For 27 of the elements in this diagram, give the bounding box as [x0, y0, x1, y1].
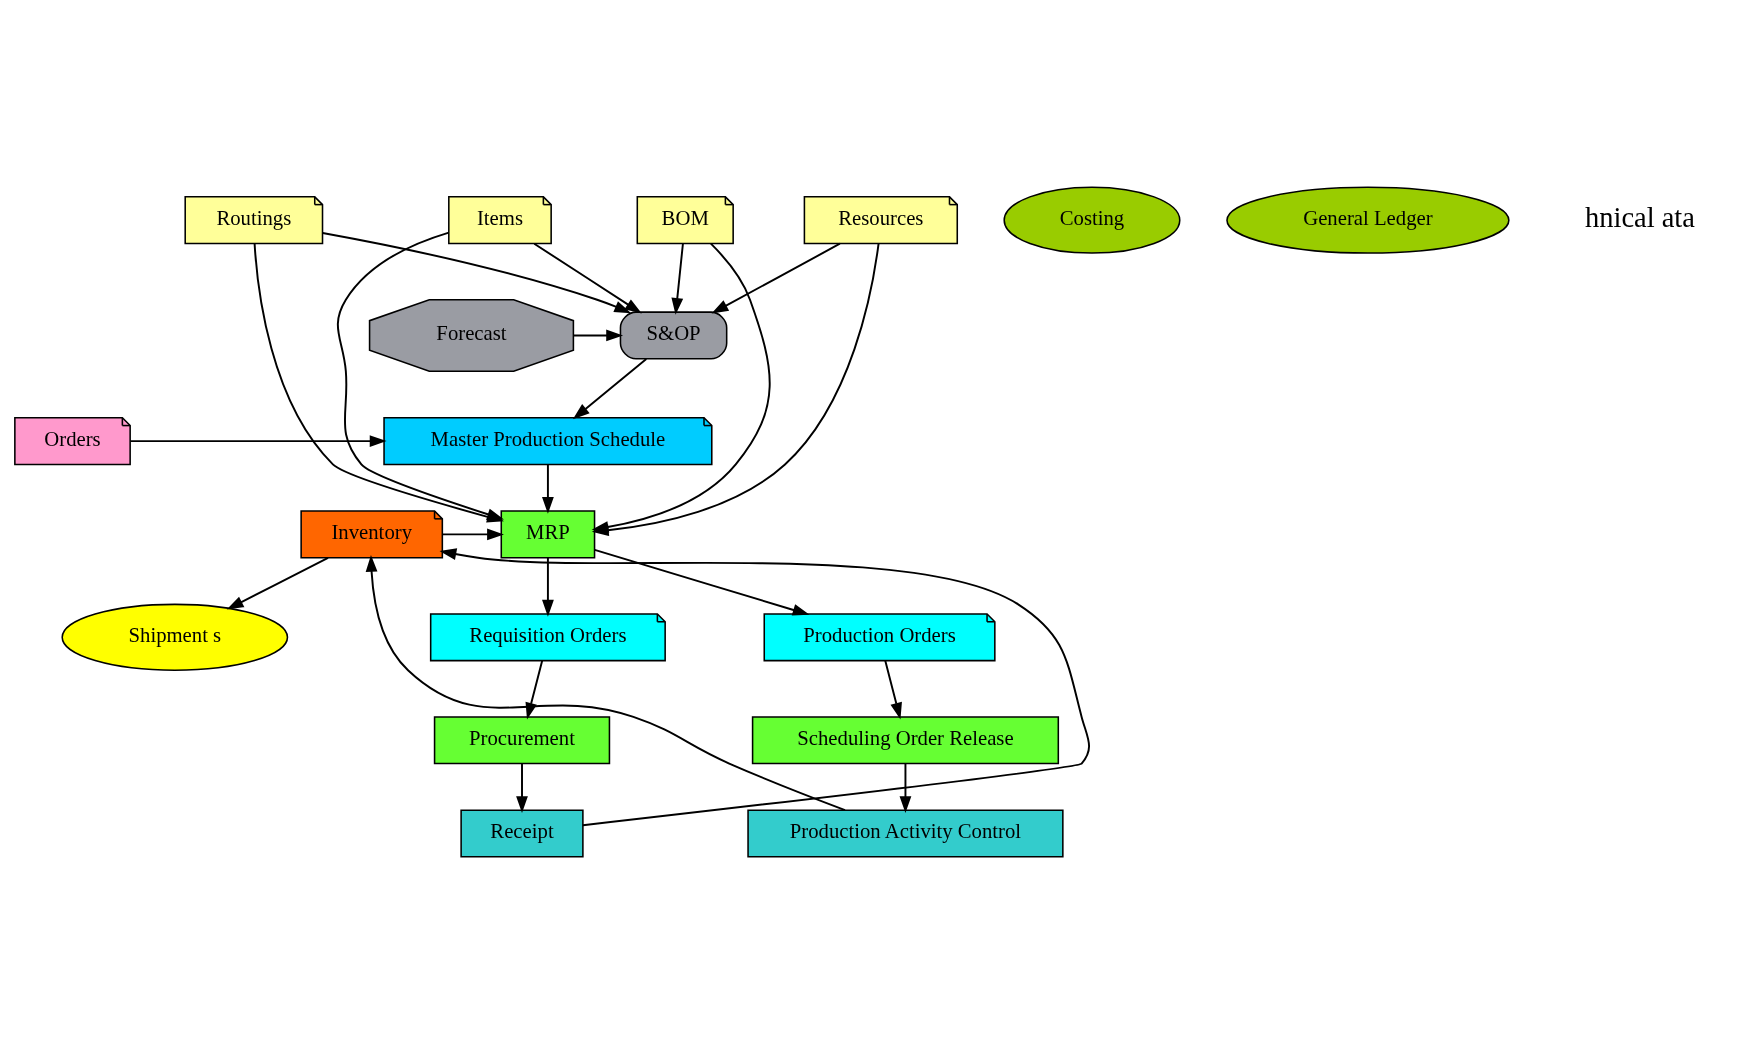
arrow: [572, 329, 623, 342]
node-ellipse: Costing: [1002, 186, 1181, 254]
arrow: [899, 762, 911, 813]
node-box: Procurement: [433, 716, 610, 765]
arrow: [515, 762, 528, 813]
arrow: [365, 554, 846, 811]
arrow: [321, 232, 631, 314]
arrow: [883, 659, 902, 720]
arrow: [532, 242, 642, 314]
arrow: [711, 242, 841, 314]
arrow: [670, 242, 684, 315]
node-ellipse: General Ledger: [1225, 186, 1510, 254]
node-box: S&OP: [619, 311, 727, 360]
arrow: [541, 556, 554, 617]
node-box: MRP: [500, 510, 595, 559]
arrow: [439, 548, 1090, 827]
arrow: [572, 358, 647, 420]
label: hnical ata: [1584, 202, 1695, 234]
node-box: Receipt: [459, 809, 584, 858]
arrow: [541, 463, 554, 514]
arrow: [441, 528, 504, 541]
arrow: [129, 435, 387, 447]
arrow: [226, 556, 329, 610]
arrow: [593, 548, 810, 616]
node-box: Production Activity Control: [746, 809, 1064, 858]
node-box: Scheduling Order Release: [751, 716, 1059, 765]
node-ellipse: Shipment s: [60, 603, 288, 671]
